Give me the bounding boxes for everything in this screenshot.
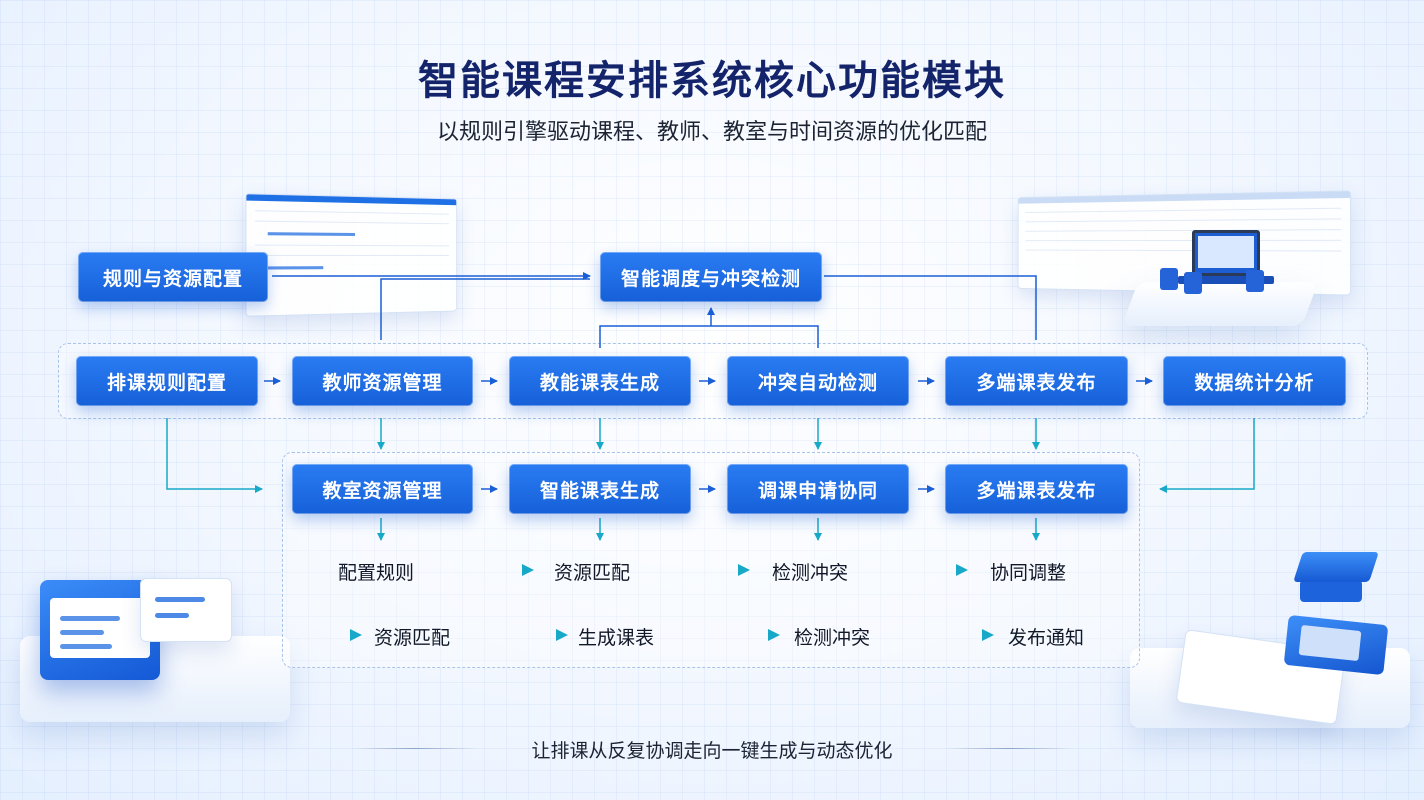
node-row1-3: 教能课表生成 [509,356,691,406]
page-subtitle: 以规则引擎驱动课程、教师、教室与时间资源的优化匹配 [436,120,987,145]
step1-4: 协同调整 [990,562,1067,584]
node-row2-2: 智能课表生成 [509,464,691,514]
node-row2-4: 多端课表发布 [945,464,1128,514]
footer-divider-left [350,748,480,749]
node-row2-3: 调课申请协同 [727,464,909,514]
desk-icon [1178,276,1274,284]
step2-2: 生成课表 [578,627,655,649]
footer-slogan: 让排课从反复协调走向一键生成与动态优化 [531,740,893,762]
footer-divider-right [944,748,1074,749]
node-scheduling-hub: 智能调度与冲突检测 [600,252,822,302]
node-row1-6: 数据统计分析 [1163,356,1346,406]
node-row1-1: 排课规则配置 [76,356,258,406]
chair-icon [1160,268,1178,290]
graduation-cap-base [1300,580,1362,602]
node-rule-resource-config: 规则与资源配置 [78,252,268,302]
step1-3: 检测冲突 [772,562,849,584]
step1-1: 配置规则 [338,562,415,584]
chair-icon [1246,270,1264,292]
node-row1-4: 冲突自动检测 [727,356,909,406]
monitor-screen [1198,236,1254,268]
node-row1-2: 教师资源管理 [292,356,473,406]
chair-icon [1184,272,1202,294]
node-row1-5: 多端课表发布 [945,356,1128,406]
step2-4: 发布通知 [1008,627,1085,649]
step2-1: 资源匹配 [374,627,451,649]
page-title: 智能课程安排系统核心功能模块 [418,58,1006,104]
node-row2-1: 教室资源管理 [292,464,473,514]
step2-3: 检测冲突 [794,627,871,649]
step1-2: 资源匹配 [554,562,631,584]
note-card-icon [140,578,232,642]
